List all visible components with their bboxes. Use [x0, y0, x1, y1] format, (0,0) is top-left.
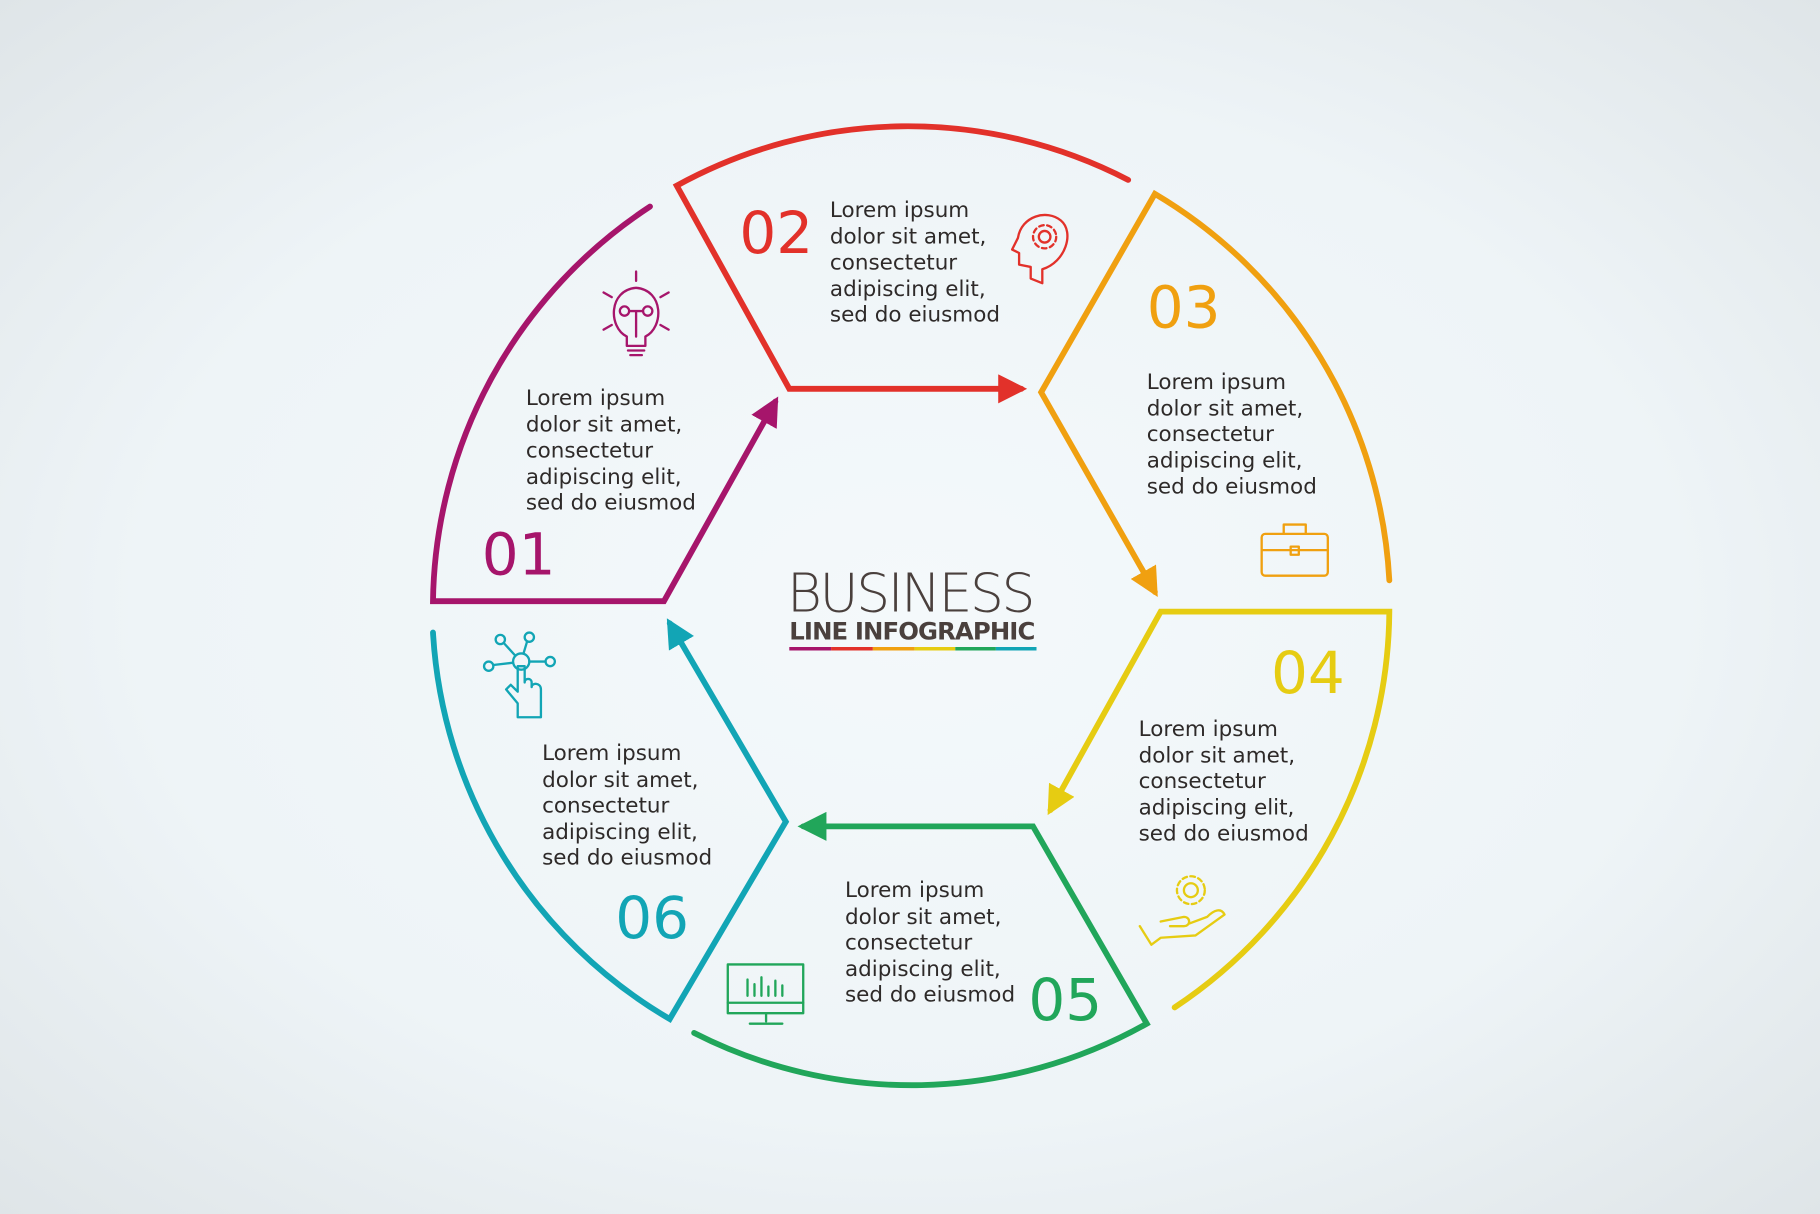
monitor-chart-icon: [726, 963, 805, 1025]
lightbulb-icon: [602, 270, 670, 357]
segment-01-outline: [430, 203, 779, 605]
step-number: 06: [615, 884, 689, 952]
segment-05-outline: [691, 811, 1151, 1089]
title: BUSINESS: [787, 562, 1035, 625]
subtitle: LINE INFOGRAPHIC: [789, 616, 1035, 645]
hand-gear-icon: [1138, 875, 1226, 946]
step-number: 02: [739, 199, 813, 267]
step-number: 01: [482, 521, 556, 589]
segment-04-outline: [1047, 608, 1393, 1011]
head-gear-icon: [1010, 213, 1069, 285]
step-number: 03: [1147, 273, 1221, 341]
segment-02-outline: [672, 123, 1132, 404]
step-number: 05: [1028, 966, 1102, 1034]
segment-06-outline: [430, 618, 790, 1023]
touch-network-icon: [482, 631, 557, 719]
segment-03-outline: [1037, 189, 1393, 597]
briefcase-icon: [1260, 523, 1329, 577]
step-number: 04: [1271, 639, 1345, 707]
